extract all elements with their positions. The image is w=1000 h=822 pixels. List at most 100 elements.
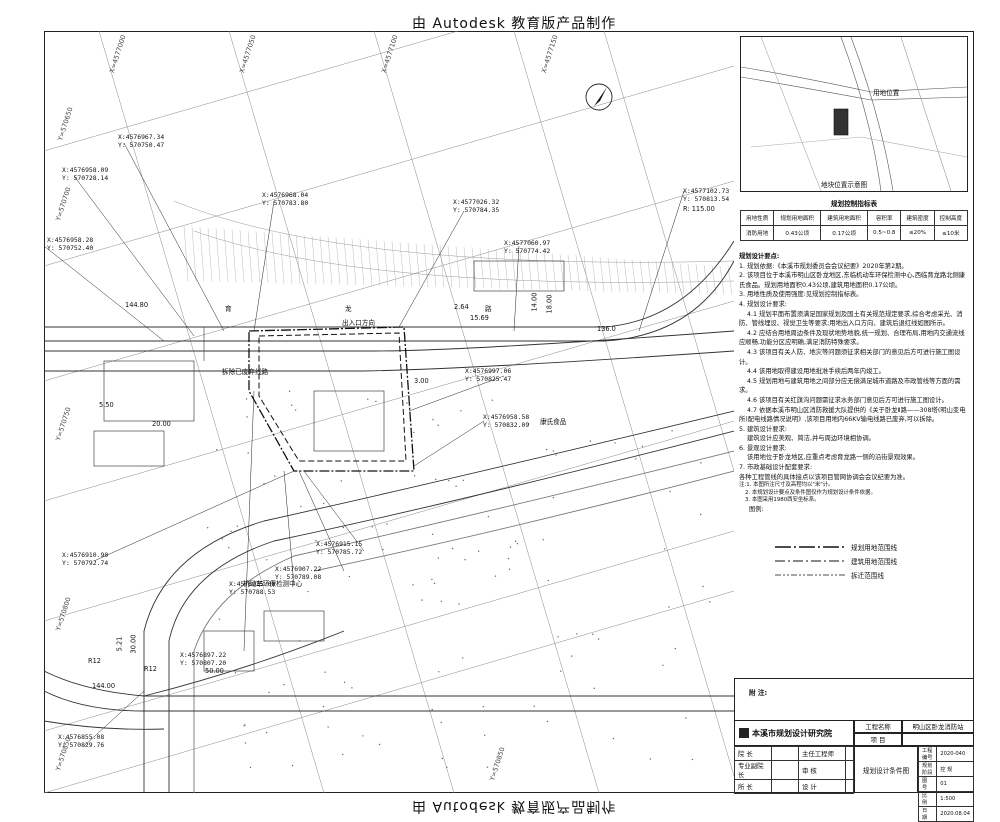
coord-label: X:4576910.90 Y: 570792.74 [62,551,109,567]
project-name: 明山区卧龙消防站 [902,720,974,733]
location-marker [833,108,849,136]
road-width-2: 14.00 [530,292,539,312]
location-map-title: 地块位置示意图 [821,181,868,189]
drawing-title: 规划设计条件图 [854,746,918,793]
requirement-paragraph: 4.3 该项目有关人防、地灾等问题须征求相关部门的意见后方可进行施工图设计。 [739,348,961,366]
requirement-paragraph: 2. 该项目位于本溪市明山区卧龙地区,东临机动车环保检测中心,西临育龙路北侧康氏… [739,272,966,289]
legend-line-building-icon [775,560,845,562]
coord-label: X:4576967.34 Y: 570750.47 [118,133,165,149]
legend-line-demolish-icon [775,574,845,576]
info-label: 工程编号 [917,746,938,762]
value-136: 136.0 [597,325,616,333]
info-value: 2020-040 [936,746,974,762]
kang-qi-label: 康氏食品 [540,418,567,426]
requirement-paragraph: 4.5 规划用地与建筑用地之间部分应无偿满足城市道路及市政管线等方面的需求。 [739,377,961,395]
legend-title: 图例: [749,506,764,514]
role-label: 专业副院长 [734,760,772,780]
value-r12b: R12 [144,665,157,673]
value-50: 50.00 [205,667,224,675]
notes-label: 附 注: [749,689,768,697]
legend: 规划用地范围线 建筑用地范围线 拆迁范围线 [775,540,965,582]
info-value: 01 [936,776,974,792]
buildings [93,260,565,672]
legend-item: 规划用地范围线 [775,540,965,554]
legend-label: 规划用地范围线 [851,544,898,552]
value-20: 20.00 [152,420,171,428]
coord-label: X:4576925.60 Y: 570788.53 [229,580,276,596]
coordinate-grid [44,31,734,793]
value-115: R: 115.00 [683,205,715,213]
role-label: 审 核 [798,760,846,780]
coord-label: X:4576958.28 Y: 570752.40 [47,236,94,252]
value-5-21: 5.21 [115,636,124,652]
role-label: 设 计 [798,779,846,794]
road-width-1: 2.64 [454,303,469,311]
leader-lines [44,142,685,747]
coord-label: X:4576915.15 Y: 570785.72 [316,540,363,556]
table-header-cell: 容积率 [867,210,902,226]
role-label: 院 长 [734,746,772,761]
control-table: 用地性质 规划用地面积 建筑用地面积 容积率 建筑密度 控制高度 消防用地 0.… [739,210,969,241]
requirement-paragraph: 4.1 规划平面布置须满足国家规划及国土有关规范规定要求,综合考虑采光、消防、管… [739,310,963,328]
road-label-3: 路 [485,305,492,313]
table-header-cell: 规划用地面积 [773,210,822,226]
table-row: 专业副院长 审 核 [734,760,854,780]
requirement-paragraph: 5. 建筑设计要求: [739,425,787,433]
table-header-cell: 用地性质 [739,210,775,226]
requirement-paragraph: 建筑设计应美观、简洁,并与周边环境相协调。 [747,435,875,443]
info-label: 日 期 [917,806,938,822]
info-label: 规划阶段 [917,761,938,777]
coord-label: X:4577060.97 Y: 570774.42 [504,239,551,255]
slope-hatch [173,200,734,283]
coord-label: X:4577026.32 Y: 570784.35 [453,198,500,214]
project-name-label: 工程名称 [854,720,902,733]
table-cell: ≤10米 [933,225,969,241]
info-value: 2020.08.04 [936,806,974,822]
requirement-paragraph: 3. 用地性质及使用强度:见规划控制指标表。 [739,291,863,299]
watermark-top: 由 Autodesk 教育版产品制作 [412,16,617,32]
location-map: 用地位置 地块位置示意图 [740,36,968,192]
building-boundary [258,332,407,462]
table-header-cell: 建筑密度 [900,210,935,226]
table-cell: 0.5~0.8 [867,225,902,241]
legend-item: 建筑用地范围线 [775,554,965,568]
table-row: 规划阶段控 规 [917,761,974,777]
requirement-paragraph: 4.6 该项目有关红旗沟问题需征求水务部门意见后方可进行施工图设计。 [747,396,948,404]
north-arrow-icon [585,83,613,111]
coord-label: X:4577102.73 Y: 570813.54 [683,187,730,203]
requirement-paragraph: 6. 景观设计要求: [739,444,787,452]
entrance-label: 出入口方向 [342,319,375,327]
table-header-cell: 控制高度 [933,210,969,226]
coord-label: X:4576897.22 Y: 570807.20 [180,651,227,667]
requirement-paragraph: 4.2 应结合用地周边条件及现状地势地貌,统一规划、合理布局,用地内交通流线应顺… [739,329,965,347]
role-label: 主任工程师 [798,746,846,761]
requirement-note: 2. 本规划设计要点及条件图仅作为规划设计条件依据。 [745,489,876,496]
coord-label: X:4576958.58 Y: 570832.09 [483,413,530,429]
requirement-note: 3. 本图采用1980西安坐标系。 [745,497,820,504]
institute-cell: 本溪市规划设计研究院 [734,720,854,746]
requirement-note: 注:1. 本图所注尺寸及高程均以"米"计。 [739,482,834,489]
coord-label: X:4576968.04 Y: 570783.80 [262,191,309,207]
requirements-text: 规划设计要点: 1. 规划依据:《本溪市规划委员会会议纪要》2020年第2期。 … [739,252,970,515]
legend-line-planning-icon [775,546,845,548]
demolish-line-label: 拆除已废弃线路 [222,368,269,376]
diagonal-road [143,410,734,793]
info-label: 比 例 [917,791,938,807]
table-cell: 0.43公顷 [773,225,822,241]
legend-label: 建筑用地范围线 [851,558,898,566]
legend-item: 拆迁范围线 [775,568,965,582]
item-value [902,733,974,746]
institute-logo-icon [739,728,749,738]
south-road [44,330,734,372]
value-15-69: 15.69 [470,314,489,322]
requirement-paragraph: 4. 规划设计要求: [739,300,787,308]
location-site-label: 用地位置 [873,89,900,97]
info-value: 控 规 [936,761,974,777]
requirement-paragraph: 4.7 依据本溪市明山区消防救援大队提供的《关于卧龙Ⅱ路——308塔(明山变电所… [739,406,966,424]
table-row: 所 长 设 计 [734,779,854,794]
requirement-paragraph: 各种工程管线的具体接点以该项目管网协调会会议纪要为准。 [739,473,910,481]
value-5-50: 5.50 [99,401,114,409]
